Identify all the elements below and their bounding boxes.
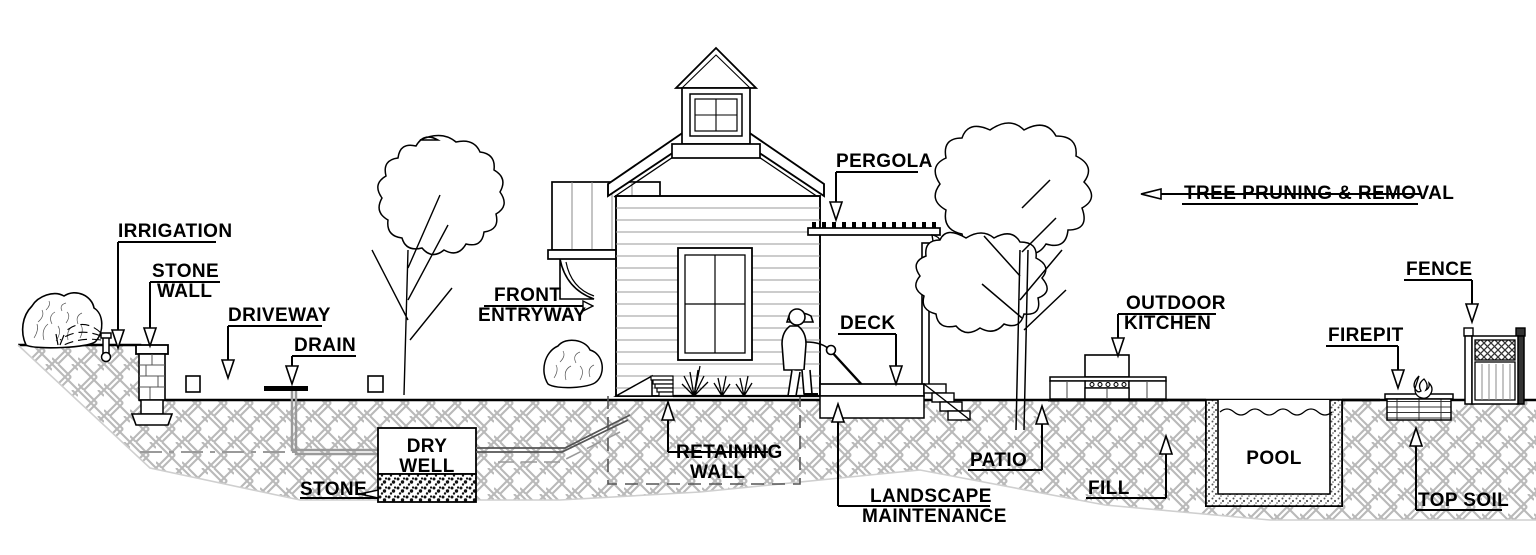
pool-water-line xyxy=(1219,408,1333,416)
label-landscape-maintenance-line2: MAINTENANCE xyxy=(862,506,1007,527)
deck-structure xyxy=(819,383,971,421)
fence-lattice xyxy=(1474,339,1516,361)
label-front-entryway-line2: ENTRYWAY xyxy=(478,305,586,326)
cupola xyxy=(671,46,761,159)
callout-pergola: PERGOLA xyxy=(828,151,933,223)
label-drain: DRAIN xyxy=(294,335,356,356)
torso xyxy=(781,325,807,371)
label-top-soil: TOP SOIL xyxy=(1418,490,1509,511)
label-irrigation: IRRIGATION xyxy=(118,221,232,242)
firepit xyxy=(1384,375,1454,421)
label-outdoor-kitchen-line2: KITCHEN xyxy=(1124,313,1211,334)
tree-trunk xyxy=(981,179,1067,431)
label-firepit: FIREPIT xyxy=(1328,325,1404,346)
outdoor-kitchen xyxy=(1048,354,1168,402)
pergola-rafters xyxy=(812,222,936,228)
foundation-outline xyxy=(607,396,801,485)
dry-well-stone-base xyxy=(377,473,477,503)
driveway-edge-block xyxy=(185,375,201,393)
label-landscape-maintenance-line1: LANDSCAPE xyxy=(870,486,992,507)
label-patio: PATIO xyxy=(970,450,1027,471)
shade-tree xyxy=(915,122,1093,431)
callout-retaining-wall: RETAINING WALL xyxy=(660,399,783,483)
callout-dry-well: DRY WELL xyxy=(399,436,454,477)
house-window xyxy=(677,247,753,361)
label-fill: FILL xyxy=(1088,478,1130,499)
label-stone-wall-line1: STONE xyxy=(152,261,219,282)
callout-drain: DRAIN xyxy=(284,335,356,387)
label-pool: POOL xyxy=(1246,448,1301,469)
label-fence: FENCE xyxy=(1406,259,1472,280)
burner-knobs xyxy=(1089,381,1127,388)
vinyl-fence xyxy=(1463,327,1526,405)
callout-stone: STONE xyxy=(300,479,379,500)
label-front-entryway-line1: FRONT xyxy=(494,285,561,306)
surface-drain xyxy=(264,386,378,456)
label-stone: STONE xyxy=(300,479,367,500)
callout-top-soil: TOP SOIL xyxy=(1408,425,1509,511)
drain-pipe-vertical xyxy=(290,391,378,452)
shrub-left xyxy=(21,292,103,349)
callout-stone-wall: STONE WALL xyxy=(142,261,220,349)
label-driveway: DRIVEWAY xyxy=(228,305,331,326)
label-dry-well-line1: DRY xyxy=(407,436,448,457)
ornamental-grass-planting xyxy=(681,365,753,397)
birch-tree xyxy=(371,134,505,396)
callout-outdoor-kitchen: OUTDOOR KITCHEN xyxy=(1110,293,1226,359)
pool xyxy=(1150,398,1380,507)
callout-tree-pruning: TREE PRUNING & REMOVAL xyxy=(1140,183,1454,205)
callout-front-entryway: FRONT ENTRYWAY xyxy=(478,285,592,326)
label-deck: DECK xyxy=(840,313,895,334)
flame-icon xyxy=(1413,375,1433,399)
label-dry-well-line2: WELL xyxy=(399,456,454,477)
label-outdoor-kitchen-line1: OUTDOOR xyxy=(1126,293,1226,314)
drain-box-right xyxy=(367,375,384,393)
pool-shell xyxy=(1205,399,1343,507)
grill-hood xyxy=(1084,354,1130,378)
porch-roof xyxy=(547,181,665,300)
label-retaining-wall-line2: WALL xyxy=(690,462,745,483)
sprinkler-head xyxy=(59,323,112,363)
stone-wall-pier xyxy=(130,344,174,426)
label-retaining-wall-line1: RETAINING xyxy=(676,442,783,463)
label-stone-wall-line2: WALL xyxy=(157,281,212,302)
callout-deck: DECK xyxy=(838,313,904,387)
callout-irrigation: IRRIGATION xyxy=(110,221,232,351)
callout-labels: IRRIGATION STONE WALL DRIVEWAY DRAIN FRO… xyxy=(110,151,1509,527)
water-spray xyxy=(59,323,102,346)
callout-driveway: DRIVEWAY xyxy=(220,305,331,381)
callout-fill: FILL xyxy=(1086,433,1174,499)
label-pergola: PERGOLA xyxy=(836,151,933,172)
callout-landscape-maintenance: LANDSCAPE MAINTENANCE xyxy=(830,401,1007,527)
deck-stairs xyxy=(923,383,971,421)
callout-patio: PATIO xyxy=(968,403,1050,471)
foundation-shrub xyxy=(543,339,603,389)
callout-fence: FENCE xyxy=(1404,259,1480,325)
dry-well xyxy=(140,414,631,503)
callout-firepit: FIREPIT xyxy=(1326,325,1406,391)
label-tree-pruning: TREE PRUNING & REMOVAL xyxy=(1184,183,1454,204)
